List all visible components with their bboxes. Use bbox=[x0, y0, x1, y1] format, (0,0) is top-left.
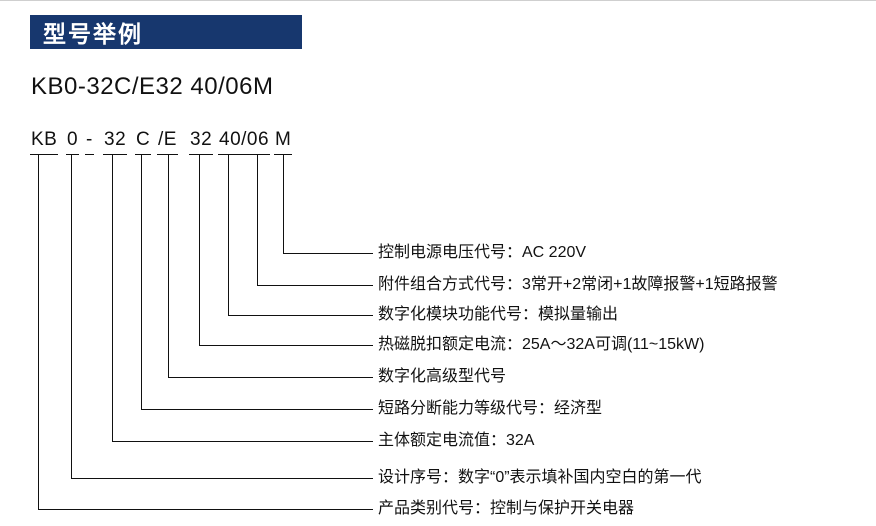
callout-accessory-combination: 附件组合方式代号：3常开+2常闭+1故障报警+1短路报警 bbox=[378, 276, 778, 293]
callout-control-voltage: 控制电源电压代号：AC 220V bbox=[378, 244, 587, 261]
connector-type-vertical bbox=[168, 154, 169, 377]
segment-module: 40/06 bbox=[218, 129, 271, 155]
connector-module-horizontal bbox=[228, 315, 373, 316]
connector-type-horizontal bbox=[168, 377, 373, 378]
connector-release-horizontal bbox=[199, 345, 373, 346]
callout-thermal-magnetic-current: 热磁脱扣额定电流：25A～32A可调(11~15kW) bbox=[378, 336, 705, 353]
segment-type: /E bbox=[157, 129, 178, 155]
section-title: 型号举例 bbox=[43, 21, 143, 47]
segment-release: 32 bbox=[189, 129, 214, 155]
connector-category-horizontal bbox=[38, 509, 373, 510]
callout-design-serial-number: 设计序号：数字“0”表示填补国内空白的第一代 bbox=[378, 469, 702, 486]
connector-release-vertical bbox=[199, 154, 200, 345]
callout-breaking-capacity-grade: 短路分断能力等级代号：经济型 bbox=[378, 400, 603, 417]
model-number-example: KB0-32C/E32 40/06M bbox=[31, 73, 274, 100]
segment-dash: - bbox=[85, 129, 94, 155]
connector-current-vertical bbox=[112, 154, 113, 441]
connector-accessory-vertical bbox=[257, 154, 258, 285]
connector-accessory-horizontal bbox=[257, 285, 373, 286]
callout-product-category: 产品类别代号：控制与保护开关电器 bbox=[378, 500, 635, 517]
segment-kb: KB bbox=[30, 129, 59, 155]
callout-digital-advanced-type: 数字化高级型代号 bbox=[378, 368, 507, 385]
connector-design-vertical bbox=[71, 154, 72, 478]
connector-grade-horizontal bbox=[141, 409, 373, 410]
segment-grade: C bbox=[135, 129, 152, 155]
connector-category-vertical bbox=[38, 154, 39, 509]
connector-design-horizontal bbox=[71, 478, 373, 479]
section-title-bar: 型号举例 bbox=[30, 15, 302, 49]
callout-digital-module-function: 数字化模块功能代号：模拟量输出 bbox=[378, 306, 619, 323]
segment-current: 32 bbox=[103, 129, 128, 155]
segment-voltage: M bbox=[274, 129, 293, 155]
connector-voltage-horizontal bbox=[283, 253, 373, 254]
segment-design: 0 bbox=[66, 129, 80, 155]
connector-current-horizontal bbox=[112, 441, 373, 442]
connector-module-vertical bbox=[228, 154, 229, 315]
connector-grade-vertical bbox=[141, 154, 142, 409]
connector-voltage-vertical bbox=[283, 154, 284, 253]
callout-body-rated-current: 主体额定电流值：32A bbox=[378, 432, 535, 449]
